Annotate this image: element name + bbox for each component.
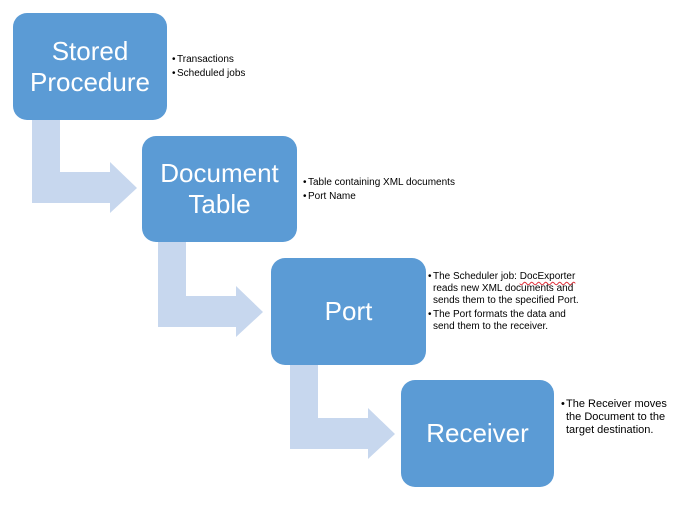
note-text: reads new XML documents and sends them t…: [433, 283, 579, 306]
notes-stored-procedure: Transactions Scheduled jobs: [172, 54, 312, 82]
note-item: The Scheduler job: DocExporter reads new…: [428, 271, 586, 307]
note-item: The Port formats the data and send them …: [428, 309, 586, 333]
step-box-port: Port: [271, 258, 426, 365]
notes-receiver: The Receiver moves the Document to the t…: [561, 398, 667, 439]
note-item: The Receiver moves the Document to the t…: [561, 398, 667, 437]
step-label-receiver: Receiver: [426, 418, 529, 448]
note-item: Table containing XML documents: [303, 177, 503, 189]
step-box-receiver: Receiver: [401, 380, 554, 487]
notes-port: The Scheduler job: DocExporter reads new…: [428, 271, 586, 335]
notes-document-table: Table containing XML documents Port Name: [303, 177, 503, 205]
step-label-document-table: Document Table: [160, 158, 279, 219]
step-box-stored-procedure: Stored Procedure: [13, 13, 167, 120]
note-item: Scheduled jobs: [172, 68, 312, 80]
step-label-stored-procedure: Stored Procedure: [30, 35, 150, 97]
step-label-port: Port: [324, 296, 373, 326]
step-box-document-table: Document Table: [142, 136, 297, 242]
arrow-stored-procedure-to-document-table: [32, 120, 137, 213]
spellcheck-underlined-word: DocExporter: [519, 271, 576, 282]
note-text: The Scheduler job:: [433, 271, 520, 282]
arrow-port-to-receiver: [290, 365, 395, 459]
arrow-document-table-to-port: [158, 242, 263, 337]
note-item: Transactions: [172, 54, 312, 66]
note-item: Port Name: [303, 191, 503, 203]
